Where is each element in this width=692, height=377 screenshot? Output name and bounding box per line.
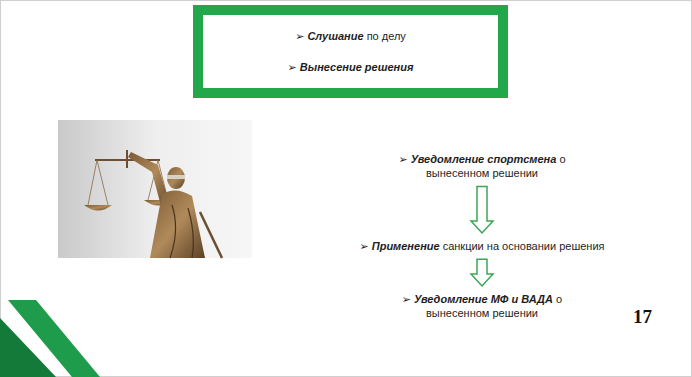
step-text: ➢ Уведомление спортсмена о вынесенном ре… — [392, 150, 572, 183]
step-text: ➢ Применение санкции на основании решени… — [355, 237, 608, 255]
step-label: ➢ Слушание по делу — [295, 29, 406, 43]
stage-box: ➢ Слушание по делу ➢ Вынесение решения — [193, 5, 508, 98]
step-label: ➢ Уведомление спортсмена о вынесенном ре… — [396, 152, 568, 181]
step-label: ➢ Уведомление МФ и ВАДА о вынесенном реш… — [379, 292, 586, 321]
themis-picture — [58, 120, 252, 258]
step-label: ➢ Вынесение решения — [288, 60, 414, 74]
step-label: ➢ Применение санкции на основании решени… — [359, 239, 604, 253]
corner-logo — [0, 300, 100, 377]
flow-arrow — [471, 187, 493, 233]
step-text: ➢ Уведомление МФ и ВАДА о вынесенном реш… — [375, 290, 590, 323]
page-number: 17 — [633, 306, 652, 328]
flow-arrow — [471, 259, 493, 286]
